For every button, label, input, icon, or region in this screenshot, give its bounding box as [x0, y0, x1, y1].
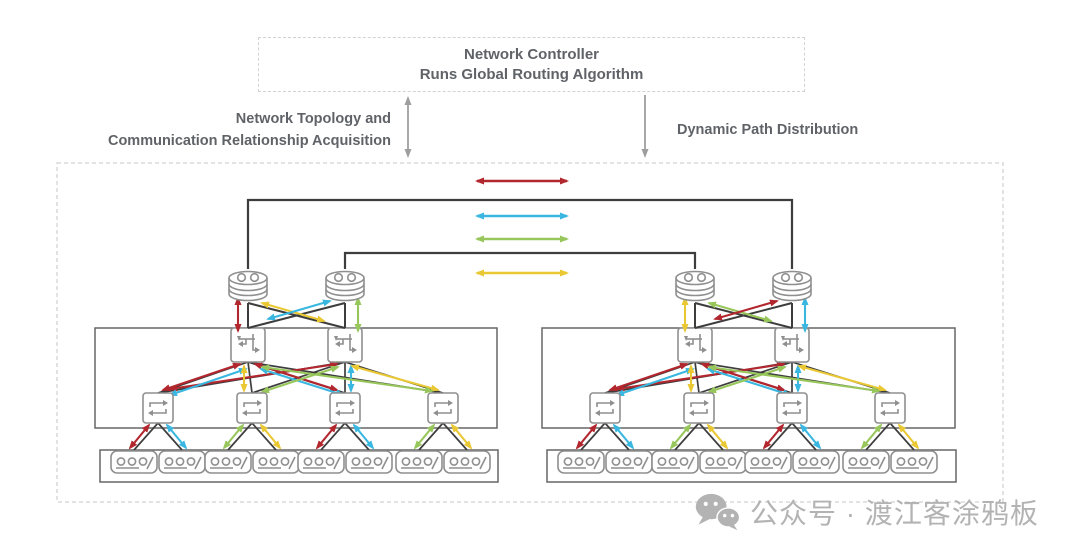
path-arrow-blue [352, 423, 375, 450]
path-arrow-blue [612, 423, 635, 450]
path-arrow-blue [266, 299, 332, 321]
pod-box [541, 327, 956, 429]
edge-switch-icon [683, 392, 715, 424]
path-arrow-red [315, 423, 338, 450]
core-router-icon [675, 270, 715, 302]
aggregation-switch-icon [677, 327, 713, 363]
path-arrow-blue [615, 367, 695, 397]
host-icon [110, 450, 158, 474]
path-arrow-blue [799, 423, 822, 450]
controller-subtitle: Runs Global Routing Algorithm [419, 65, 644, 83]
host-icon [252, 450, 300, 474]
edge-switch-icon [427, 392, 459, 424]
edge-switch-icon [776, 392, 808, 424]
host-group-box [546, 449, 957, 483]
left-arrow-label: Network Topology and Communication Relat… [58, 108, 391, 152]
core-router-icon [325, 270, 365, 302]
edge-switch-icon [874, 392, 906, 424]
path-arrow-green [260, 364, 434, 394]
path-arrow-green [860, 423, 883, 450]
host-icon [890, 450, 938, 474]
path-arrow-blue [168, 367, 248, 397]
host-icon [651, 450, 699, 474]
core-router-icon [228, 270, 268, 302]
path-arrow-yellow [706, 423, 729, 450]
host-icon [204, 450, 252, 474]
path-arrow-green [413, 423, 436, 450]
host-icon [345, 450, 393, 474]
aggregation-switch-icon [774, 327, 810, 363]
host-icon [792, 450, 840, 474]
path-arrow-yellow [259, 423, 282, 450]
right-arrow-label: Dynamic Path Distribution [677, 122, 859, 138]
pod-box [94, 327, 498, 429]
host-icon [744, 450, 792, 474]
edge-switch-icon [142, 392, 174, 424]
edge-switch-icon [329, 392, 361, 424]
aggregation-switch-icon [230, 327, 266, 363]
path-arrow-green [222, 423, 245, 450]
path-arrow-red [762, 423, 785, 450]
host-icon [395, 450, 443, 474]
path-arrow-red [128, 423, 151, 450]
path-arrow-red [713, 299, 779, 321]
edge-switch-icon [236, 392, 268, 424]
watermark-text: 公众号 · 渡江客涂鸦板 [750, 498, 1039, 529]
host-icon [297, 450, 345, 474]
wechat-icon [695, 493, 741, 531]
path-arrow-red [575, 423, 598, 450]
path-arrow-yellow [897, 423, 920, 450]
watermark: 公众号 · 渡江客涂鸦板 [694, 492, 1039, 532]
core-router-icon [772, 270, 812, 302]
host-icon [443, 450, 491, 474]
network-controller-box: Network Controller Runs Global Routing A… [258, 37, 805, 92]
path-arrow-green [669, 423, 692, 450]
host-icon [842, 450, 890, 474]
path-arrow-blue [165, 423, 188, 450]
path-arrow-yellow [450, 423, 473, 450]
edge-switch-icon [589, 392, 621, 424]
host-icon [557, 450, 605, 474]
aggregation-switch-icon [327, 327, 363, 363]
host-icon [699, 450, 747, 474]
left-arrow-label-line2: Communication Relationship Acquisition [107, 133, 391, 149]
controller-title: Network Controller [463, 45, 599, 63]
network-system-box [56, 162, 1004, 503]
path-arrow-green [707, 364, 881, 394]
core-interconnect-link [246, 198, 794, 269]
core-interconnect-link [343, 251, 697, 269]
host-group-box [99, 449, 499, 483]
host-icon [605, 450, 653, 474]
host-icon [158, 450, 206, 474]
left-arrow-label-line1: Network Topology and [235, 111, 391, 127]
